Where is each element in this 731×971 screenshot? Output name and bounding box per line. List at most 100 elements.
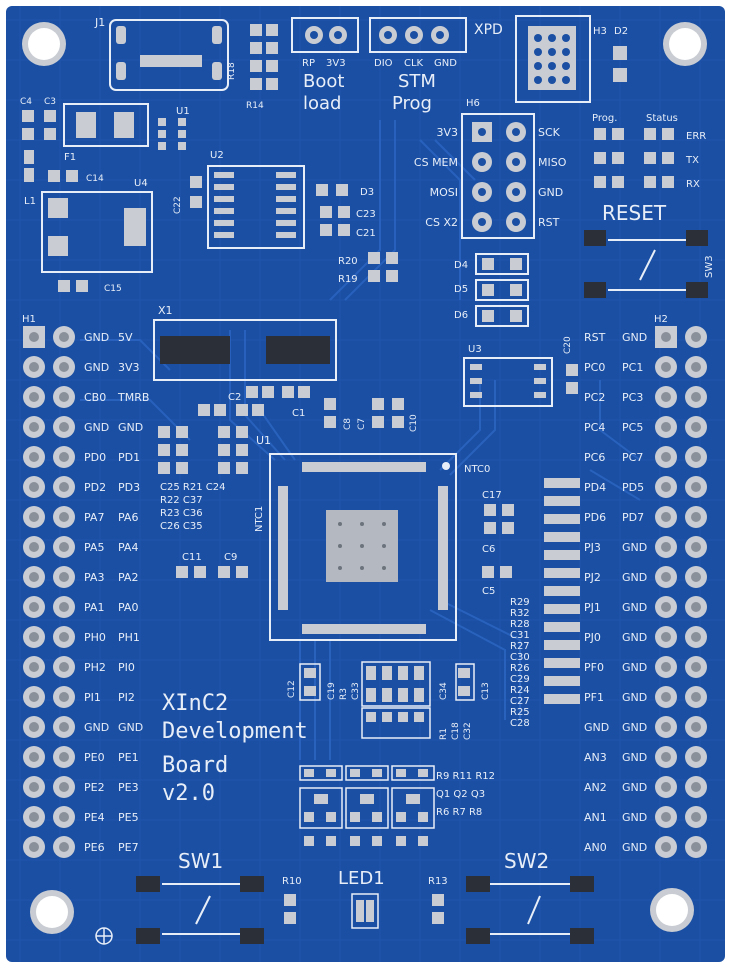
h1-pin-hole-12-0	[29, 692, 39, 702]
h2-pin-hole-14-0	[661, 752, 671, 762]
h1-pin-label-15-1: PE3	[118, 781, 139, 794]
h2-pin-label-17-1: GND	[622, 841, 647, 854]
h2-pin-hole-15-1	[691, 782, 701, 792]
tx-label: TX	[685, 155, 699, 166]
led1-led	[351, 893, 379, 929]
rx-label: RX	[686, 179, 700, 190]
h1-pin-label-1-1: 3V3	[118, 361, 140, 374]
load-label: load	[303, 93, 341, 114]
h1-pin-hole-8-1	[59, 572, 69, 582]
h2-pin-label-6-0: PD6	[584, 511, 606, 524]
j1-label: J1	[94, 16, 105, 29]
h1-pin-label-3-1: GND	[118, 421, 143, 434]
r13-label: R13	[428, 876, 448, 887]
h1-pin-label-15-0: PE2	[84, 781, 105, 794]
r10-label: R10	[282, 876, 302, 887]
bottom-r3-label: R3	[339, 688, 349, 700]
bottom-c33-label: C33	[351, 682, 361, 700]
h1-pin-hole-13-0	[29, 722, 39, 732]
h2-pin-label-3-0: PC4	[584, 421, 605, 434]
f1-pad-left	[76, 112, 96, 138]
stm-prog-header	[369, 17, 467, 53]
h6-left-2: MOSI	[430, 186, 458, 199]
board-title-line-4: v2.0	[162, 781, 215, 806]
h1-pin-hole-4-0	[29, 452, 39, 462]
h2-pin-hole-8-0	[661, 572, 671, 582]
h2-pin-hole-10-0	[661, 632, 671, 642]
h1-pin-hole-6-0	[29, 512, 39, 522]
l1-label: L1	[24, 196, 36, 207]
h1-pin-hole-5-0	[29, 482, 39, 492]
cluster-right-7: C29	[510, 674, 530, 685]
h1-pin-label-5-1: PD3	[118, 481, 140, 494]
x1-label: X1	[158, 304, 173, 317]
r10-resistor	[284, 894, 296, 924]
h2-pin-label-1-1: PC1	[622, 361, 643, 374]
rq-row2-label: Q1 Q2 Q3	[436, 789, 485, 800]
h1-pin-label-8-0: PA3	[84, 571, 104, 584]
stm-gnd-label: GND	[434, 58, 457, 69]
bottom-c18-label: C18	[451, 722, 461, 740]
cluster-right-9: C27	[510, 696, 530, 707]
h1-pin-label-14-1: PE1	[118, 751, 139, 764]
h2-pin-hole-7-1	[691, 542, 701, 552]
bottom-passive-cluster	[299, 661, 475, 739]
h2-pin-label-7-0: PJ3	[584, 541, 601, 554]
h6-right-1: MISO	[538, 156, 567, 169]
prog-label: Prog	[392, 93, 432, 114]
h2-pin-label-0-0: RST	[584, 331, 606, 344]
u3-label: U3	[468, 344, 482, 355]
h2-pin-hole-11-1	[691, 662, 701, 672]
h2-pin-label-13-0: GND	[584, 721, 609, 734]
h1-pin-hole-16-1	[59, 812, 69, 822]
ntc0-label: NTC0	[464, 464, 490, 475]
f1-label: F1	[64, 152, 76, 163]
h1-pin-label-3-0: GND	[84, 421, 109, 434]
h1-pin-label-2-0: CB0	[84, 391, 106, 404]
h1-pin-label-11-1: PI0	[118, 661, 135, 674]
h2-pin-hole-17-1	[691, 842, 701, 852]
h1-pin-hole-2-1	[59, 392, 69, 402]
f1-outline	[63, 103, 149, 147]
h1-pin-hole-7-0	[29, 542, 39, 552]
d5-label: D5	[454, 284, 468, 295]
board-trace-texture	[6, 6, 725, 962]
h2-pin-hole-1-0	[661, 362, 671, 372]
h2-pin-hole-2-1	[691, 392, 701, 402]
ntc1-label: NTC1	[254, 506, 265, 532]
rq-row1-label: R9 R11 R12	[436, 771, 495, 782]
bottom-r1-label: R1	[439, 728, 449, 740]
h1-pin-label-5-0: PD2	[84, 481, 106, 494]
d4-label: D4	[454, 260, 468, 271]
c3-c4-capacitors	[22, 110, 56, 182]
h2-pin-hole-11-0	[661, 662, 671, 672]
h2-pin-hole-1-1	[691, 362, 701, 372]
boot-rp-label: RP	[302, 58, 315, 69]
h2-pin-hole-0-0	[661, 332, 671, 342]
c20-capacitor	[566, 364, 578, 394]
h1-pin-hole-7-1	[59, 542, 69, 552]
d6-label: D6	[454, 310, 468, 321]
reset-label: RESET	[602, 201, 667, 225]
h1-pin-label-0-1: 5V	[118, 331, 133, 344]
h1-pin-label-6-1: PA6	[118, 511, 138, 524]
h2-pin-label-14-1: GND	[622, 751, 647, 764]
h1-pin-hole-12-1	[59, 692, 69, 702]
h1-pin-hole-1-0	[29, 362, 39, 372]
h1-pin-label-4-0: PD0	[84, 451, 106, 464]
h2-pin-hole-3-0	[661, 422, 671, 432]
h1-label: H1	[22, 314, 36, 325]
h1-pin-label-16-0: PE4	[84, 811, 105, 824]
h2-pin-label-5-1: PD5	[622, 481, 644, 494]
u1-regulator-label: U1	[176, 106, 190, 117]
bottom-c32-label: C32	[463, 722, 473, 740]
cluster-right-10: R25	[510, 707, 530, 718]
h1-pin-hole-1-1	[59, 362, 69, 372]
h1-pin-label-6-0: PA7	[84, 511, 104, 524]
h2-pin-hole-14-1	[691, 752, 701, 762]
c11-label: C11	[182, 552, 202, 563]
h2-pin-hole-9-0	[661, 602, 671, 612]
cluster-left-2: R23 C36	[160, 508, 203, 519]
